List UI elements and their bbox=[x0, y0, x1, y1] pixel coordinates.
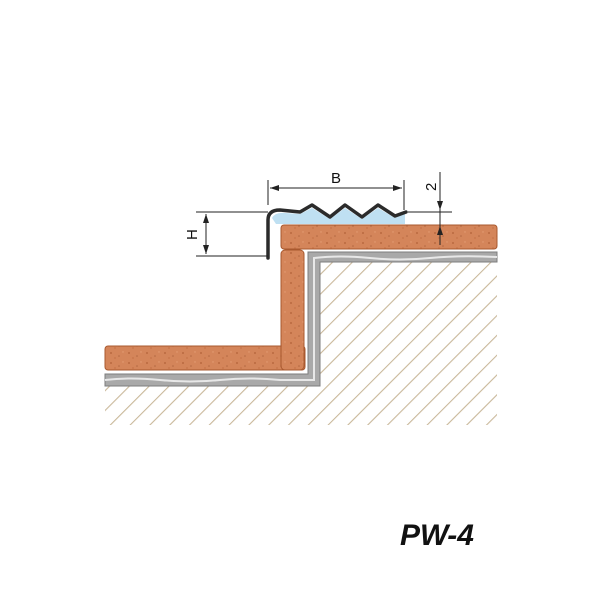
dimension-thickness-label: 2 bbox=[423, 183, 440, 191]
profile-fill bbox=[272, 208, 405, 224]
dimension-h-label: H bbox=[184, 229, 201, 240]
lower-tile bbox=[104, 345, 306, 371]
adhesive-layer bbox=[104, 251, 498, 387]
upper-tile bbox=[280, 224, 498, 250]
adhesive-highlight bbox=[104, 255, 498, 383]
dimension-b-label: B bbox=[331, 170, 341, 187]
substrate-block bbox=[105, 262, 497, 425]
profile-section bbox=[266, 203, 408, 260]
model-label: PW-4 bbox=[400, 519, 474, 552]
riser-tile bbox=[280, 249, 305, 371]
